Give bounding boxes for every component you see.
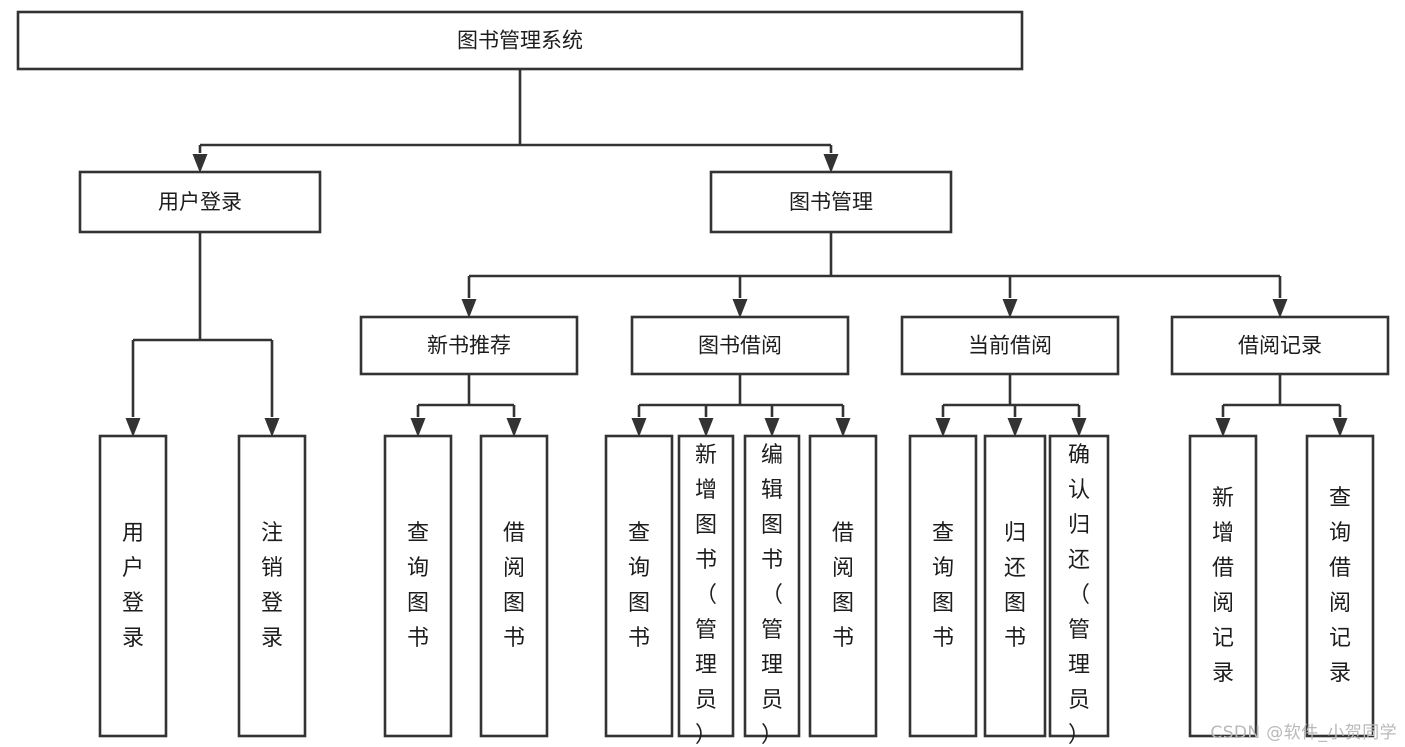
branch-node[interactable]: 图书借阅: [630, 315, 850, 376]
arrow-head-icon: [732, 299, 748, 318]
leaf-node[interactable]: 编辑图书（管理员）: [743, 434, 801, 747]
leaf-node[interactable]: 新增图书（管理员）: [677, 434, 735, 747]
arrow-head-icon: [698, 418, 714, 437]
branch-node[interactable]: 用户登录: [78, 170, 322, 234]
connector-edges: [125, 69, 1348, 437]
leaf-label: 借阅图书: [832, 521, 854, 651]
leaf-box[interactable]: [677, 434, 735, 738]
branch-label: 图书借阅: [698, 334, 782, 358]
arrow-head-icon: [410, 418, 426, 437]
arrow-head-icon: [125, 418, 141, 437]
leaf-box[interactable]: [983, 434, 1047, 738]
leaf-node[interactable]: 注销登录: [237, 434, 307, 738]
branch-node[interactable]: 图书管理: [709, 170, 953, 234]
leaf-label: 新增图书（管理员）: [695, 443, 717, 747]
branch-node[interactable]: 借阅记录: [1170, 315, 1390, 376]
leaf-label: 用户登录: [122, 521, 144, 651]
leaf-node[interactable]: 查询借阅记录: [1305, 434, 1375, 738]
arrow-head-icon: [264, 418, 280, 437]
branch-label: 新书推荐: [427, 334, 511, 358]
leaf-label: 归还图书: [1004, 521, 1026, 651]
root-node[interactable]: 图书管理系统: [16, 10, 1024, 71]
leaf-node[interactable]: 确认归还（管理员）: [1048, 434, 1110, 747]
branch-label: 用户登录: [158, 190, 242, 214]
leaf-label: 注销登录: [261, 521, 283, 651]
branch-node[interactable]: 新书推荐: [359, 315, 579, 376]
arrow-head-icon: [764, 418, 780, 437]
arrow-head-icon: [506, 418, 522, 437]
root-box[interactable]: [16, 10, 1024, 71]
branch-label: 图书管理: [789, 190, 873, 214]
leaf-node[interactable]: 用户登录: [98, 434, 168, 738]
leaf-box[interactable]: [479, 434, 549, 738]
leaf-label: 编辑图书（管理员）: [761, 443, 783, 747]
leaf-box[interactable]: [743, 434, 801, 738]
leaf-box[interactable]: [808, 434, 878, 738]
leaf-node[interactable]: 归还图书: [983, 434, 1047, 738]
leaf-node[interactable]: 新增借阅记录: [1188, 434, 1258, 738]
leaf-node[interactable]: 查询图书: [908, 434, 978, 738]
leaf-label: 查询图书: [407, 521, 429, 651]
leaf-node[interactable]: 借阅图书: [808, 434, 878, 738]
branch-label: 借阅记录: [1238, 334, 1322, 358]
leaf-box[interactable]: [908, 434, 978, 738]
arrow-head-icon: [192, 154, 208, 173]
branch-box[interactable]: [78, 170, 322, 234]
arrow-head-icon: [1332, 418, 1348, 437]
branch-box[interactable]: [359, 315, 579, 376]
leaf-label: 借阅图书: [503, 521, 525, 651]
branch-node[interactable]: 当前借阅: [900, 315, 1120, 376]
leaf-box[interactable]: [1188, 434, 1258, 738]
leaf-box[interactable]: [98, 434, 168, 738]
branch-box[interactable]: [900, 315, 1120, 376]
root-label: 图书管理系统: [457, 29, 583, 53]
arrow-head-icon: [1215, 418, 1231, 437]
leaf-box[interactable]: [1305, 434, 1375, 738]
leaf-node[interactable]: 借阅图书: [479, 434, 549, 738]
branch-box[interactable]: [1170, 315, 1390, 376]
leaf-box[interactable]: [1048, 434, 1110, 738]
arrow-head-icon: [1272, 299, 1288, 318]
leaf-node[interactable]: 查询图书: [604, 434, 674, 738]
branch-label: 当前借阅: [968, 334, 1052, 358]
leaf-label: 查询图书: [628, 521, 650, 651]
branch-box[interactable]: [630, 315, 850, 376]
arrow-head-icon: [1007, 418, 1023, 437]
arrow-head-icon: [1071, 418, 1087, 437]
node-boxes: 图书管理系统用户登录图书管理新书推荐图书借阅当前借阅借阅记录用户登录注销登录查询…: [16, 10, 1390, 747]
arrow-head-icon: [631, 418, 647, 437]
arrow-head-icon: [461, 299, 477, 318]
arrow-head-icon: [1002, 299, 1018, 318]
leaf-label: 查询图书: [932, 521, 954, 651]
leaf-label: 确认归还（管理员）: [1068, 443, 1090, 747]
leaf-label: 查询借阅记录: [1329, 486, 1351, 686]
arrow-head-icon: [835, 418, 851, 437]
leaf-box[interactable]: [383, 434, 453, 738]
branch-box[interactable]: [709, 170, 953, 234]
arrow-head-icon: [823, 154, 839, 173]
leaf-label: 新增借阅记录: [1212, 486, 1234, 686]
leaf-node[interactable]: 查询图书: [383, 434, 453, 738]
leaf-box[interactable]: [604, 434, 674, 738]
leaf-box[interactable]: [237, 434, 307, 738]
arrow-head-icon: [935, 418, 951, 437]
